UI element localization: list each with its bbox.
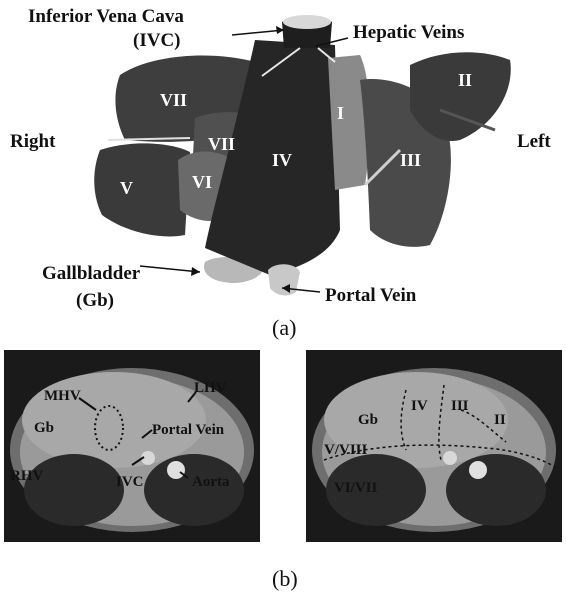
mri-left-drawing bbox=[4, 350, 260, 542]
left-lung bbox=[24, 454, 124, 526]
gallbladder-label-line1: Gallbladder bbox=[42, 263, 140, 285]
mri-image-right: Gb IV III II V/VIII VI/VII bbox=[306, 350, 562, 542]
segment-label-ii: II bbox=[458, 70, 472, 91]
segment-v-shape bbox=[94, 143, 190, 236]
mri-label-lhv: LHV bbox=[194, 380, 227, 397]
segment-label-i: I bbox=[337, 103, 344, 124]
gallbladder-label-line2: (Gb) bbox=[76, 290, 114, 312]
mri-label-gb: Gb bbox=[358, 412, 378, 429]
mri-label-gb: Gb bbox=[34, 420, 54, 437]
segment-label-vii-lower: VII bbox=[208, 134, 235, 155]
right-lung bbox=[446, 454, 546, 526]
mri-label-aorta: Aorta bbox=[192, 474, 230, 491]
mri-image-left: MHV LHV Gb Portal Vein RHV IVC Aorta bbox=[4, 350, 260, 542]
mri-label-portal-vein: Portal Vein bbox=[152, 422, 224, 439]
hepatic-veins-label: Hepatic Veins bbox=[353, 22, 464, 44]
aorta-circle bbox=[469, 461, 487, 479]
gallbladder-arrow bbox=[140, 266, 200, 272]
portal-vein-shape bbox=[268, 264, 300, 295]
segment-label-iii: III bbox=[400, 150, 421, 171]
ivc-circle bbox=[443, 451, 457, 465]
ivc-label-line1: Inferior Vena Cava bbox=[28, 6, 184, 28]
segment-label-iv: IV bbox=[272, 150, 292, 171]
gallbladder-arrowhead bbox=[191, 267, 200, 276]
segment-label-v: V bbox=[120, 178, 133, 199]
mri-label-iii: III bbox=[451, 398, 469, 415]
ivc-opening bbox=[283, 15, 331, 29]
portal-vein-label: Portal Vein bbox=[325, 285, 416, 307]
mri-label-rhv: RHV bbox=[10, 468, 43, 485]
caption-b: (b) bbox=[272, 566, 298, 592]
left-label: Left bbox=[517, 131, 551, 153]
mri-label-iv: IV bbox=[411, 398, 428, 415]
segment-ii-shape bbox=[410, 52, 511, 141]
segment-label-vii-upper: VII bbox=[160, 90, 187, 111]
mri-label-ivc: IVC bbox=[116, 474, 144, 491]
caption-a: (a) bbox=[272, 315, 296, 341]
ivc-label-line2: (IVC) bbox=[133, 30, 181, 52]
mri-label-v-viii: V/VIII bbox=[324, 442, 367, 459]
aorta-circle bbox=[167, 461, 185, 479]
mri-label-mhv: MHV bbox=[44, 388, 81, 405]
segment-label-vi: VI bbox=[192, 172, 212, 193]
right-label: Right bbox=[10, 131, 55, 153]
mri-label-ii: II bbox=[494, 412, 506, 429]
ivc-arrow bbox=[232, 30, 284, 35]
segment-i-shape bbox=[328, 55, 370, 190]
mri-label-vi-vii: VI/VII bbox=[334, 480, 377, 497]
